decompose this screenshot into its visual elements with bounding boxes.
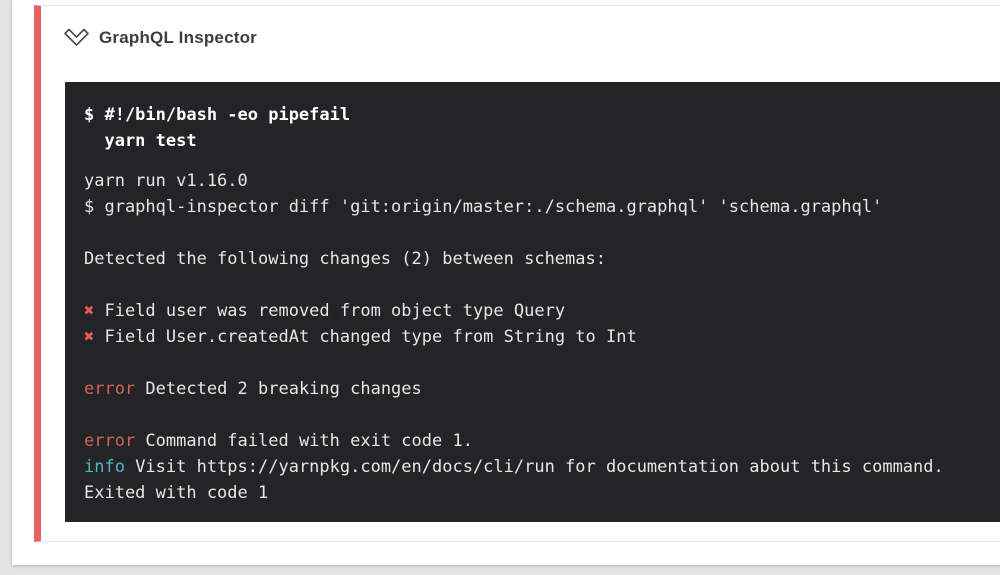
terminal-line: error Detected 2 breaking changes — [84, 376, 1000, 402]
terminal-line — [84, 220, 1000, 246]
chevron-down-icon — [64, 28, 89, 46]
terminal-segment-error: error — [84, 379, 136, 399]
step-section-graphql-inspector: GraphQL Inspector $ #!/bin/bash -eo pipe… — [34, 5, 1000, 542]
terminal-line: Detected the following changes (2) betwe… — [84, 246, 1000, 272]
terminal-line: Exited with code 1 — [84, 480, 1000, 506]
terminal-line: ✖ Field user was removed from object typ… — [84, 298, 1000, 324]
terminal-segment-plain: Detected the following changes (2) betwe… — [84, 249, 606, 269]
terminal-line: $ #!/bin/bash -eo pipefail — [84, 102, 1000, 128]
step-header-toggle[interactable]: GraphQL Inspector — [41, 6, 1000, 82]
terminal-segment-plain: Command failed with exit code 1. — [135, 431, 473, 451]
terminal-segment-plain: Exited with code 1 — [84, 483, 269, 503]
terminal-segment-plain: yarn run v1.16.0 — [84, 171, 248, 191]
step-title: GraphQL Inspector — [99, 28, 258, 47]
terminal-segment-error: error — [84, 431, 136, 451]
build-step-card: GraphQL Inspector $ #!/bin/bash -eo pipe… — [12, 0, 1000, 565]
terminal-line — [84, 350, 1000, 376]
terminal-line: yarn run v1.16.0 — [84, 168, 1000, 194]
terminal-segment-plain: $ graphql-inspector diff 'git:origin/mas… — [84, 197, 883, 217]
terminal-line — [84, 402, 1000, 428]
terminal-line: ✖ Field User.createdAt changed type from… — [84, 324, 1000, 350]
terminal-segment-plain: Detected 2 breaking changes — [135, 379, 422, 399]
terminal-line: error Command failed with exit code 1. — [84, 428, 1000, 454]
terminal-segment-cross: ✖ — [84, 301, 95, 321]
terminal-line: yarn test — [84, 128, 1000, 154]
terminal-segment-bold: $ #!/bin/bash -eo pipefail — [84, 105, 351, 125]
terminal-segment-plain: Field user was removed from object type … — [94, 301, 566, 321]
terminal-line — [84, 272, 1000, 298]
terminal-line: $ graphql-inspector diff 'git:origin/mas… — [84, 194, 1000, 220]
terminal-output: $ #!/bin/bash -eo pipefail yarn test yarn… — [65, 82, 1000, 522]
terminal-segment-plain: Field User.createdAt changed type from S… — [94, 327, 637, 347]
terminal-line: info Visit https://yarnpkg.com/en/docs/c… — [84, 454, 1000, 480]
terminal-segment-info: info — [84, 457, 125, 477]
terminal-segment-bold: yarn test — [84, 131, 197, 151]
terminal-segment-plain: Visit https://yarnpkg.com/en/docs/cli/ru… — [124, 457, 944, 477]
terminal-segment-cross: ✖ — [84, 327, 95, 347]
